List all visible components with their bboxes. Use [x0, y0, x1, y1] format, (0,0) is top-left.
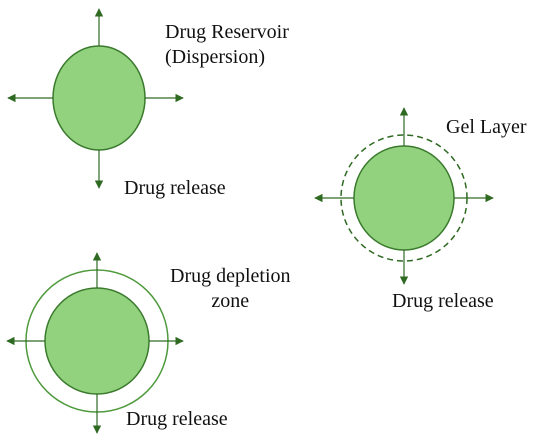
reservoir-core — [52, 45, 146, 151]
depletion-zone-diagram — [6, 252, 184, 434]
reservoir-title: Drug Reservoir (Dispersion) — [165, 20, 289, 70]
gel-layer-diagram — [314, 107, 494, 285]
depletion-title: Drug depletion zone — [170, 264, 291, 314]
reservoir-title-line1: Drug Reservoir — [165, 21, 289, 43]
reservoir-title-line2: (Dispersion) — [165, 46, 265, 68]
depletion-release-label: Drug release — [126, 408, 228, 430]
gel-core — [353, 145, 455, 251]
depletion-title-line2: zone — [211, 290, 250, 312]
depletion-title-line1: Drug depletion — [170, 265, 291, 287]
gel-layer-label: Gel Layer — [446, 116, 527, 138]
reservoir-release-label: Drug release — [124, 177, 226, 199]
gel-release-label: Drug release — [392, 290, 494, 312]
reservoir-diagram — [7, 8, 184, 189]
depletion-core — [44, 287, 150, 395]
